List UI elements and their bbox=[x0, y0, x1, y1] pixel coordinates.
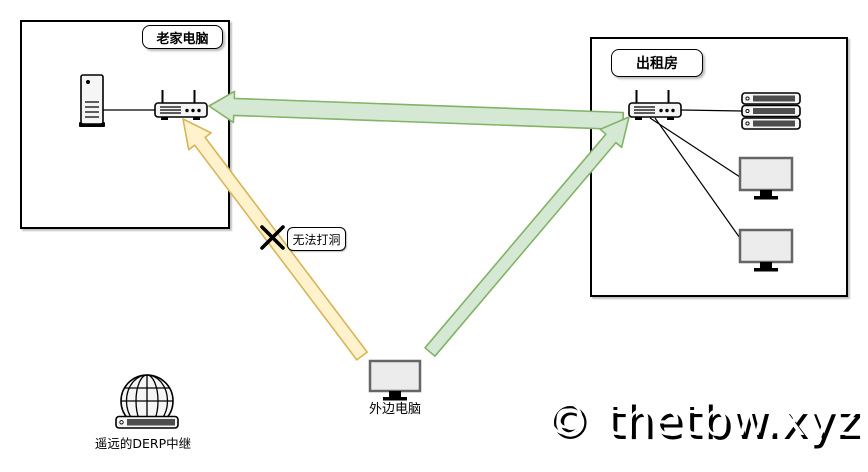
green-arrow-outside-to-rental bbox=[424, 116, 630, 358]
watermark: © thetbw.xyz © thetbw.xyz bbox=[544, 393, 863, 457]
blocked-label: 无法打洞 bbox=[287, 227, 346, 251]
rental-wifi-router-icon bbox=[628, 90, 682, 120]
home-network-box bbox=[20, 20, 230, 229]
lan-connection-lines bbox=[103, 109, 748, 249]
outside-pc-monitor-icon bbox=[368, 359, 422, 401]
rental-box-title: 出租房 bbox=[611, 49, 703, 77]
rack-server-icon bbox=[741, 92, 801, 130]
outside-pc-caption: 外边电脑 bbox=[368, 402, 421, 417]
green-arrow-rental-to-home bbox=[208, 90, 625, 131]
x-cross-icon bbox=[260, 225, 285, 250]
derp-relay-caption: 遥远的DERP中继 bbox=[94, 436, 192, 451]
watermark-text-top-layer: © thetbw.xyz bbox=[543, 393, 859, 446]
tower-server-icon bbox=[79, 74, 105, 127]
globe-server-icon bbox=[115, 374, 179, 429]
watermark-text-shadow-layer: © thetbw.xyz bbox=[547, 397, 863, 450]
rental-monitor-1-icon bbox=[738, 156, 794, 200]
rental-monitor-2-icon bbox=[738, 228, 794, 272]
home-box-title: 老家电脑 bbox=[142, 25, 223, 49]
home-wifi-router-icon bbox=[154, 90, 208, 120]
rental-network-box bbox=[590, 37, 848, 297]
